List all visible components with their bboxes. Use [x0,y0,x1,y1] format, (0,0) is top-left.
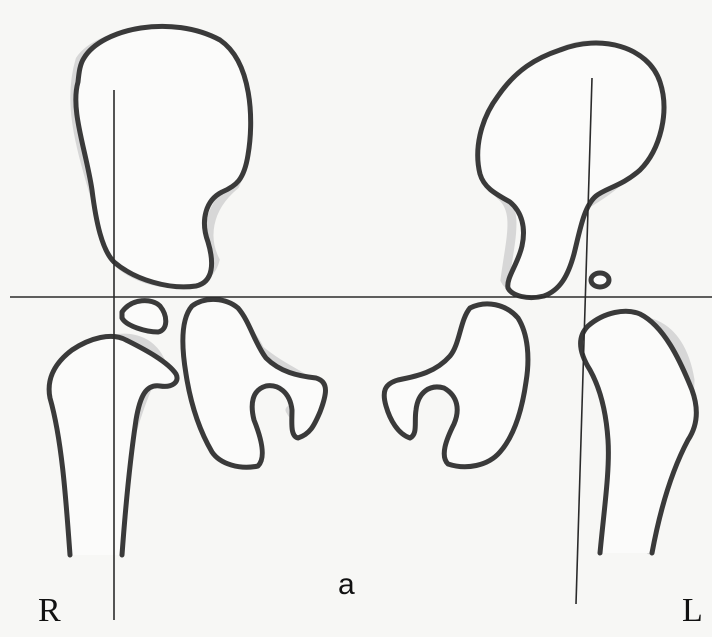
left-small-ossicle [591,273,609,287]
panel-label: a [338,568,355,602]
right-pubis-ischium [183,299,326,467]
right-side-label: R [38,592,61,630]
left-side-label: L [682,592,703,630]
right-iliac-wing [76,26,251,287]
left-pubis-ischium [384,304,528,467]
right-small-fragment [122,301,166,332]
right-femur [49,336,177,555]
